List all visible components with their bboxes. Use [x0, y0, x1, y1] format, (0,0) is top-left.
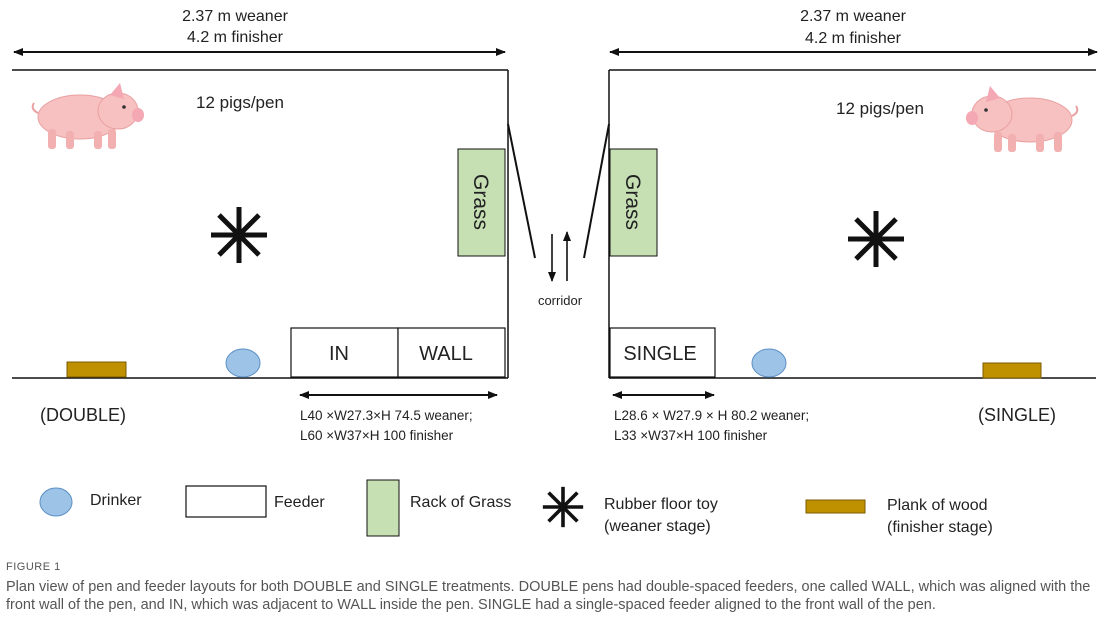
right-dim-weaner-label: 2.37 m weaner: [800, 8, 907, 25]
rubber-toy-icon: [848, 211, 904, 267]
legend-rubber-toy-sub-label: (weaner stage): [604, 518, 711, 535]
left-feeder-dim-weaner: L40 ×W27.3×H 74.5 weaner;: [300, 408, 473, 423]
corridor: corridor: [538, 231, 583, 308]
left-dim-weaner-label: 2.37 m weaner: [182, 8, 289, 25]
legend: Drinker Feeder Rack of Grass Rubber floo…: [39, 479, 993, 537]
feeder-in: [290, 327, 399, 378]
grass-rack: [457, 148, 506, 257]
legend-grass-rack-label: Rack of Grass: [410, 494, 511, 511]
left-treatment-label: (DOUBLE): [40, 405, 126, 425]
pig-icon: [965, 85, 1079, 153]
right-treatment-label: (SINGLE): [978, 405, 1056, 425]
feeder-single: [609, 327, 716, 378]
feeder-in-label: IN: [329, 343, 349, 365]
drinker-icon: [751, 348, 787, 378]
drinker-icon: [225, 348, 261, 378]
grass-rack-label: Grass: [621, 174, 644, 230]
left-dim-finisher-label: 4.2 m finisher: [187, 29, 284, 46]
legend-rubber-toy-label: Rubber floor toy: [604, 496, 718, 513]
figure-caption: FIGURE 1 Plan view of pen and feeder lay…: [6, 560, 1102, 614]
legend-drinker-icon: [39, 487, 73, 517]
left-pigs-per-pen: 12 pigs/pen: [196, 93, 284, 112]
right-feeder-dim-weaner: L28.6 × W27.9 × H 80.2 weaner;: [614, 408, 809, 423]
legend-feeder-icon: [185, 485, 267, 518]
legend-grass-rack-icon: [366, 479, 400, 537]
feeder-single-label: SINGLE: [623, 343, 696, 365]
right-pigs-per-pen: 12 pigs/pen: [836, 99, 924, 118]
legend-wood-plank-icon: [805, 499, 866, 514]
legend-drinker-label: Drinker: [90, 492, 142, 509]
rubber-toy-icon: [211, 207, 267, 263]
right-gate: [583, 123, 610, 259]
left-feeder-dim-finisher: L60 ×W37×H 100 finisher: [300, 428, 454, 443]
right-feeder-dim-finisher: L33 ×W37×H 100 finisher: [614, 428, 768, 443]
feeder-wall: [397, 327, 506, 378]
right-pen: 2.37 m weaner 4.2 m finisher 12 pigs/pen…: [583, 8, 1098, 443]
figure-label: FIGURE 1: [6, 561, 61, 573]
wood-plank: [66, 361, 127, 378]
grass-rack: [609, 148, 658, 257]
feeder-wall-label: WALL: [419, 343, 473, 365]
pen-layout-diagram: 2.37 m weaner 4.2 m finisher 12 pigs/pen…: [12, 8, 1098, 537]
legend-rubber-toy-icon: [541, 485, 585, 529]
grass-rack-label: Grass: [469, 174, 492, 230]
legend-wood-plank-sub-label: (finisher stage): [887, 519, 993, 536]
left-pen: 2.37 m weaner 4.2 m finisher 12 pigs/pen…: [12, 8, 536, 443]
corridor-label: corridor: [538, 293, 583, 308]
right-dim-finisher-label: 4.2 m finisher: [805, 30, 902, 47]
figure-caption-text: Plan view of pen and feeder layouts for …: [6, 579, 1091, 613]
left-gate: [507, 123, 536, 259]
pig-icon: [31, 82, 145, 150]
wood-plank: [982, 362, 1042, 379]
legend-wood-plank-label: Plank of wood: [887, 497, 988, 514]
legend-feeder-label: Feeder: [274, 494, 325, 511]
